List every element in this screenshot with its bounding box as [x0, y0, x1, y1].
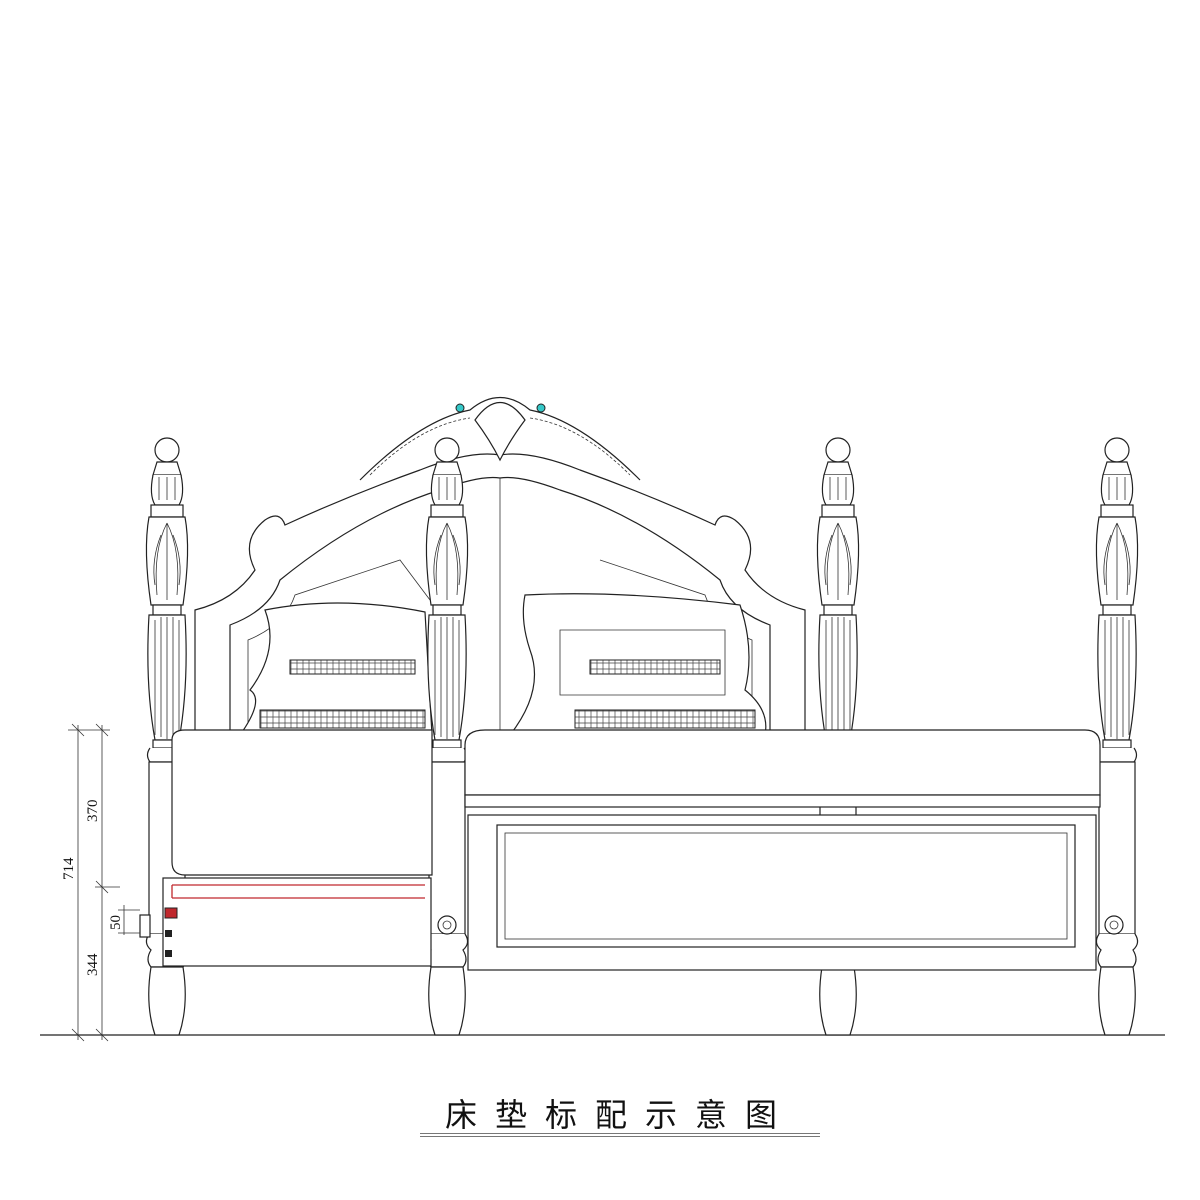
footboard: [437, 729, 1124, 971]
dim-lower-height: 344: [85, 953, 101, 976]
pillows: [238, 593, 767, 736]
dim-total-height: 714: [61, 857, 77, 880]
post-far-right: [1095, 437, 1139, 1036]
rail-bracket: [164, 907, 178, 919]
dimension-lines: 714 370 344 50: [61, 723, 140, 1042]
gem-right: [536, 403, 546, 413]
drawing-title: 床垫标配示意图: [444, 1096, 795, 1134]
front-mattress: [464, 729, 1101, 796]
crest-ornament: [474, 402, 526, 462]
title-underline: [420, 1133, 820, 1137]
dim-rail-height: 50: [108, 915, 124, 930]
dim-upper-height: 370: [85, 800, 101, 823]
gem-left: [455, 403, 465, 413]
side-view-mattress: [139, 729, 433, 967]
side-rail: [162, 877, 432, 967]
rosette-right: [1104, 915, 1124, 935]
rosette-left: [437, 915, 457, 935]
